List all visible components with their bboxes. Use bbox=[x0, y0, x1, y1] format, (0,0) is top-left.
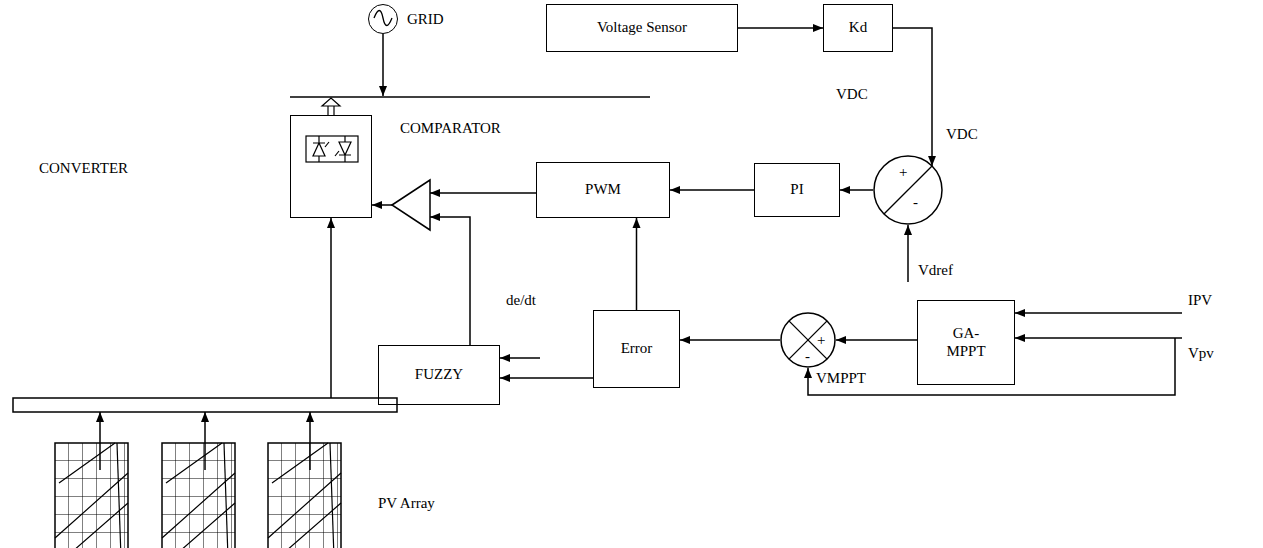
node-label: GRID bbox=[407, 11, 444, 28]
sensor-box: Voltage Sensor bbox=[546, 4, 738, 52]
node-label: - bbox=[913, 195, 918, 210]
summing-junction: +- bbox=[780, 312, 836, 368]
signal-name: VMPPT bbox=[816, 370, 866, 387]
mppt-box: GA- MPPT bbox=[917, 300, 1015, 385]
output-arrow bbox=[322, 98, 340, 115]
signal-name: VDC bbox=[836, 86, 868, 103]
signal-connector bbox=[430, 192, 536, 194]
signal-connector bbox=[893, 28, 932, 166]
pwm-box: PWM bbox=[536, 162, 670, 218]
grid-source: GRID bbox=[368, 4, 398, 34]
node-text: PI bbox=[790, 181, 803, 198]
pv-panel bbox=[55, 412, 341, 548]
signal-connector bbox=[670, 189, 754, 191]
node-text: Error bbox=[621, 340, 653, 357]
signal-connector bbox=[738, 27, 823, 29]
thyristor-symbol bbox=[306, 136, 358, 162]
signal-connector bbox=[840, 189, 873, 191]
signal-connector bbox=[372, 204, 392, 206]
signal-name: Vdref bbox=[918, 262, 953, 279]
node-label: CONVERTER bbox=[39, 160, 128, 177]
signal-connector bbox=[430, 217, 470, 345]
gain-box: Kd bbox=[823, 4, 893, 52]
signal-connector bbox=[500, 377, 593, 379]
node-label: - bbox=[805, 349, 810, 364]
node-label: + bbox=[817, 333, 825, 348]
signal-connector bbox=[636, 218, 638, 310]
node-text: Kd bbox=[849, 19, 867, 36]
summing-junction: +- bbox=[873, 155, 943, 225]
node-text: PWM bbox=[585, 181, 621, 198]
signal-name: VDC bbox=[946, 126, 978, 143]
signal-name: de/dt bbox=[506, 292, 536, 309]
signal-connector bbox=[680, 339, 780, 341]
signal-wire bbox=[500, 225, 1182, 395]
grid-source-outline bbox=[369, 5, 399, 35]
summing-junction-outline bbox=[873, 155, 943, 225]
error-box: Error bbox=[593, 310, 680, 388]
pi-box: PI bbox=[754, 163, 840, 217]
comparator: COMPARATOR bbox=[392, 180, 430, 230]
comparator-outline bbox=[392, 180, 430, 230]
node-label: COMPARATOR bbox=[400, 120, 501, 137]
node-text: FUZZY bbox=[415, 366, 463, 383]
node-text: Voltage Sensor bbox=[597, 19, 687, 36]
pv-bus-bar bbox=[13, 218, 397, 412]
signal-name: Vpv bbox=[1188, 345, 1214, 362]
grid-bus bbox=[290, 34, 650, 97]
signal-connector bbox=[836, 339, 917, 341]
node-label: + bbox=[899, 165, 907, 180]
part-name: PV Array bbox=[378, 495, 435, 512]
signal-name: IPV bbox=[1188, 292, 1212, 309]
node-text: GA- MPPT bbox=[944, 325, 988, 360]
fuzzy-box: FUZZY bbox=[378, 345, 500, 405]
converter-box: CONVERTER bbox=[290, 115, 372, 218]
